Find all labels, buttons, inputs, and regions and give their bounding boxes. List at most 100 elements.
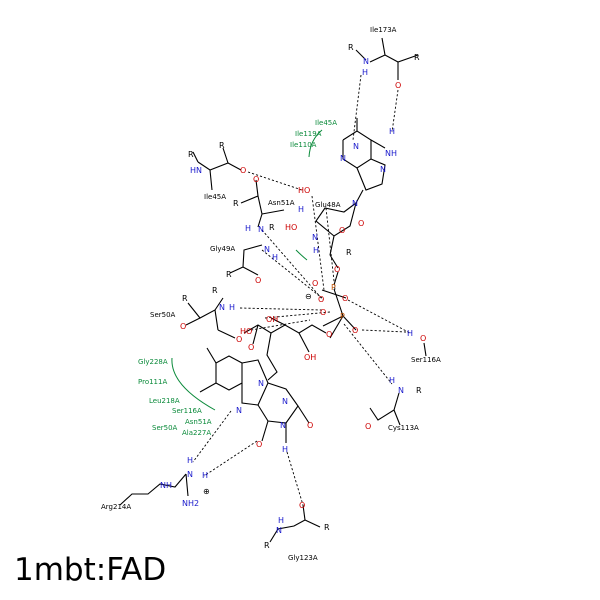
atom-N: N xyxy=(312,233,318,242)
atom-NH: NH xyxy=(385,149,397,158)
atom-R: R xyxy=(182,294,188,303)
atom-R: R xyxy=(416,386,422,395)
atom-R: R xyxy=(264,541,270,550)
atom-R: R xyxy=(269,223,275,232)
atom-H: H xyxy=(272,253,278,262)
atom-N: N xyxy=(258,379,264,388)
atom-O: O xyxy=(240,166,246,175)
atom-N: N xyxy=(340,154,346,163)
atom-O: O xyxy=(307,421,313,430)
atom-H: H xyxy=(298,205,304,214)
atom-N: N xyxy=(276,526,282,535)
atom-O: O xyxy=(318,295,324,304)
residue-label-arg214: Arg214A xyxy=(101,503,131,511)
residue-label-cys113: Cys113A xyxy=(388,424,419,432)
atom-H: H xyxy=(245,224,251,233)
atom-N: N xyxy=(363,57,369,66)
atom-O: O xyxy=(352,326,358,335)
atom-H: H xyxy=(389,376,395,385)
atom-R: R xyxy=(348,43,354,52)
atom-H: H xyxy=(229,303,235,312)
hydrophobic-label-ile110: Ile110A xyxy=(290,141,317,149)
atom-P: P xyxy=(340,312,345,321)
hydrophobic-label-ser116: Ser116A xyxy=(172,407,202,415)
atom-O: O xyxy=(248,343,254,352)
residue-label-gly123: Gly123A xyxy=(288,554,318,562)
atom-OH: OH xyxy=(304,353,316,362)
residue-label-gly49: Gly49A xyxy=(210,245,235,253)
atom-O: O xyxy=(342,294,348,303)
residue-label-glu48: Glu48A xyxy=(315,201,341,209)
hydrophobic-label-gly228: Gly228A xyxy=(138,358,168,366)
atom-O: O xyxy=(326,330,332,339)
hydrophobic-labels: Ile45A Ile119A Ile110A Gly228A Pro111A L… xyxy=(138,119,337,437)
atom-HN: HN xyxy=(190,166,202,175)
ligand-bonds xyxy=(199,118,386,443)
atom-N: N xyxy=(352,199,358,208)
hydrophobic-label-asn51: Asn51A xyxy=(185,418,212,426)
hydrophobic-label-ala227: Ala227A xyxy=(182,429,211,437)
atom-O: O xyxy=(253,175,259,184)
atom-N: N xyxy=(264,245,270,254)
residue-label-ser116: Ser116A xyxy=(411,356,441,364)
atom-NH2: NH2 xyxy=(182,499,199,508)
residue-label-ile45: Ile45A xyxy=(204,193,226,201)
atom-O: O xyxy=(395,81,401,90)
residue-label-ile173: Ile173A xyxy=(370,26,397,34)
hydrophobic-label-ser50: Ser50A xyxy=(152,424,178,432)
atom-H: H xyxy=(389,127,395,136)
atom-O: O xyxy=(339,226,345,235)
atom-O: O xyxy=(320,308,326,317)
atom-R: R xyxy=(324,523,330,532)
atom-R: R xyxy=(346,248,352,257)
atom-O: O xyxy=(180,322,186,331)
residue-bonds xyxy=(119,37,427,543)
atom-H: H xyxy=(313,246,319,255)
residue-labels: Ile173A Ile45A Asn51A Glu48A Gly49A Ser5… xyxy=(101,26,441,562)
diagram-title: 1mbt:FAD xyxy=(14,552,167,588)
atom-N: N xyxy=(380,165,386,174)
atom-N: N xyxy=(258,225,264,234)
atom-O: O xyxy=(334,265,340,274)
atom-H: H xyxy=(282,445,288,454)
hydrogen-bonds xyxy=(192,74,411,506)
atom-N: N xyxy=(187,470,193,479)
atom-H: H xyxy=(362,68,368,77)
atom-H: H xyxy=(407,329,413,338)
atom-R: R xyxy=(212,286,218,295)
hydrophobic-label-ile119: Ile119A xyxy=(295,130,322,138)
residue-atoms: R N H R O R HN R O O R H N R H N O R H N… xyxy=(160,43,426,550)
atom-NH: NH xyxy=(160,481,172,490)
atom-O: O xyxy=(255,276,261,285)
atom-OH: OH xyxy=(266,315,278,324)
ligand-atoms: N N N N NH H HO HO O O O P ⊖ O O P O O O… xyxy=(236,127,397,454)
atom-N: N xyxy=(398,386,404,395)
atom-N: N xyxy=(280,421,286,430)
atom-O: O xyxy=(358,219,364,228)
atom-R: R xyxy=(226,270,232,279)
atom-H: H xyxy=(278,516,284,525)
atom-O: O xyxy=(299,501,305,510)
atom-HO: HO xyxy=(298,186,310,195)
atom-O: O xyxy=(312,279,318,288)
atom-N: N xyxy=(282,397,288,406)
atom-HO: HO xyxy=(285,223,297,232)
hydrophobic-label-leu218: Leu218A xyxy=(149,397,180,405)
hydrophobic-arcs xyxy=(171,129,323,411)
atom-P: P xyxy=(331,283,336,292)
atom-N: N xyxy=(219,303,225,312)
atom-O: O xyxy=(236,335,242,344)
residue-label-ser50: Ser50A xyxy=(150,311,176,319)
atom-R: R xyxy=(188,150,194,159)
hydrophobic-label-ile45: Ile45A xyxy=(315,119,337,127)
atom-R: R xyxy=(219,141,225,150)
atom-plus: ⊕ xyxy=(203,487,210,496)
atom-O: O xyxy=(256,440,262,449)
atom-HO: HO xyxy=(240,327,252,336)
residue-label-asn51: Asn51A xyxy=(268,199,295,207)
atom-H: H xyxy=(187,456,193,465)
atom-H: H xyxy=(202,471,208,480)
hydrophobic-label-pro111: Pro111A xyxy=(138,378,167,386)
atom-N: N xyxy=(236,406,242,415)
